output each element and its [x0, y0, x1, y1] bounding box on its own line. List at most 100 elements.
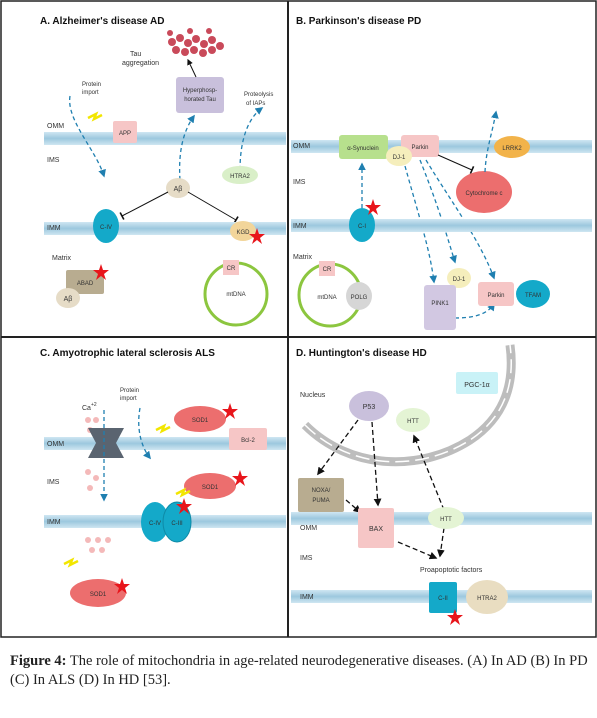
a-abeta-tau-arrow — [178, 114, 195, 181]
kgd-star-icon — [249, 228, 265, 244]
panel-c-title: C. Amyotrophic lateral sclerosis ALS — [40, 348, 215, 359]
b-parkin-dj1-arrow — [419, 159, 457, 264]
b-cytc-release-arrow — [484, 110, 499, 173]
abeta-label: Aβ — [174, 186, 183, 193]
b-ci-label: C-I — [358, 224, 366, 230]
a-matrix-label: Matrix — [52, 255, 72, 262]
d-cii-box — [429, 582, 457, 613]
b-dj1-matrix-label: DJ-1 — [453, 277, 466, 283]
panel-parkinsons: B. Parkinson's disease PD OMM α-Synuclei… — [291, 16, 592, 330]
abad-star-icon — [93, 264, 109, 280]
b-mtdna-label: mtDNA — [317, 295, 336, 301]
tau-aggregation-label-2: aggregation — [122, 60, 159, 67]
d-bax-proapoptotic-arrow — [397, 541, 438, 560]
b-matrix-label: Matrix — [293, 254, 313, 261]
proapoptotic-label: Proapoptotic factors — [420, 567, 483, 574]
b-dj1-pink1-arrow — [404, 165, 438, 284]
a-imm-label: IMM — [47, 225, 61, 232]
a-inhibit-kgd — [187, 191, 239, 224]
sod1-bottom-star-icon — [114, 578, 130, 594]
c-omm-label: OMM — [47, 441, 64, 448]
sod1-top-star-icon — [222, 403, 238, 419]
abeta-ellipse — [166, 178, 190, 198]
a-lightning-icon — [87, 111, 103, 122]
b-ci-star-icon — [365, 199, 381, 215]
sod1-ims-star-icon — [232, 470, 248, 486]
a-proteolysis-2: of IAPs — [246, 101, 265, 107]
b-pink1-parkin-arrow — [454, 302, 495, 319]
c-civ-label: C-IV — [149, 521, 161, 527]
abad-box — [66, 270, 104, 294]
panel-huntingtons: D. Huntington's disease HD PGC-1α Nucleu… — [291, 344, 592, 625]
a-htra2-ellipse — [222, 166, 258, 184]
cytochrome-c-label: Cytochrome c — [465, 191, 502, 197]
a-htra2-label: HTRA2 — [230, 174, 250, 180]
c-ca-label: Ca+2 — [82, 402, 97, 412]
p53-label: P53 — [363, 404, 376, 411]
sod1-top-label: SOD1 — [192, 418, 209, 424]
c-ciii-complex — [162, 501, 192, 543]
arrow-tau-aggregation — [187, 58, 197, 78]
pink1-label: PINK1 — [431, 301, 449, 307]
b-dj1-label: DJ-1 — [393, 155, 406, 161]
c-ims-label: IMS — [47, 479, 60, 486]
a-protein-import-1: Protein — [82, 82, 101, 88]
c-lightning-icon-3 — [63, 557, 79, 568]
bax-label: BAX — [369, 526, 383, 533]
a-abeta-matrix-label: Aβ — [64, 296, 73, 303]
panel-alzheimers: A. Alzheimer's disease AD Tau aggregatio… — [40, 16, 286, 327]
sod1-bottom-ellipse — [70, 579, 126, 607]
c-ca-text: Ca — [82, 405, 91, 412]
d-p53-bax-arrow — [371, 421, 382, 507]
d-noxa-bax-arrow — [345, 499, 362, 514]
b-omm-label: OMM — [293, 143, 310, 150]
c-lightning-icon-2 — [175, 487, 191, 498]
pink1-box — [424, 285, 456, 330]
b-dj1-ellipse — [386, 146, 412, 166]
tfam-label: TFAM — [525, 293, 541, 299]
polg-ellipse — [346, 282, 372, 310]
figure-frame — [0, 0, 597, 638]
a-protein-import-arrow — [69, 95, 106, 178]
b-parkin-matrix-label: Parkin — [487, 293, 504, 299]
b-ims-label: IMS — [293, 179, 306, 186]
bcl2-label: Bcl-2 — [241, 438, 255, 444]
a-mtdna-label: mtDNA — [226, 292, 245, 298]
d-ims-label: IMS — [300, 555, 313, 562]
a-protein-import-2: import — [82, 90, 99, 96]
sod1-ims-ellipse — [184, 473, 236, 499]
c-lightning-icon-1 — [155, 423, 171, 434]
alpha-synuclein-box — [339, 135, 388, 159]
app-label: APP — [119, 131, 131, 137]
b-imm-label: IMM — [293, 223, 307, 230]
tau-aggregation-label-1: Tau — [130, 51, 141, 58]
c-civ-complex — [141, 502, 169, 542]
c-ca-superscript: +2 — [91, 402, 97, 408]
d-htt-proapoptotic-arrow — [437, 527, 445, 558]
d-imm-label: IMM — [300, 594, 314, 601]
b-cr-label: CR — [323, 267, 332, 273]
b-imm-membrane — [291, 219, 592, 232]
caption-label: Figure 4: — [10, 653, 67, 669]
a-ims-label: IMS — [47, 157, 60, 164]
a-proteolysis-1: Proteolysis — [244, 92, 273, 98]
p53-ellipse — [349, 391, 389, 421]
b-omm-membrane — [291, 140, 592, 153]
d-omm-label: OMM — [300, 525, 317, 532]
lrrk2-ellipse — [494, 136, 530, 158]
b-inhibit-cytc — [437, 154, 475, 174]
nuclear-pores — [304, 344, 512, 463]
b-dj1-matrix-ellipse — [447, 268, 471, 288]
nucleus-label: Nucleus — [300, 392, 326, 399]
tau-aggregation-icon — [167, 28, 224, 57]
a-omm-membrane — [44, 132, 286, 145]
hyper-tau-label-1: Hyperphosp- — [183, 88, 217, 94]
ciii-star-icon — [176, 498, 192, 514]
d-cii-label: C-II — [438, 596, 448, 602]
b-ci-complex — [349, 208, 375, 242]
htt-omm-label: HTT — [440, 517, 452, 523]
panel-d-title: D. Huntington's disease HD — [296, 348, 427, 359]
d-p53-noxa-arrow — [317, 419, 359, 476]
sod1-bottom-label: SOD1 — [90, 592, 107, 598]
a-cr-label: CR — [227, 266, 236, 272]
